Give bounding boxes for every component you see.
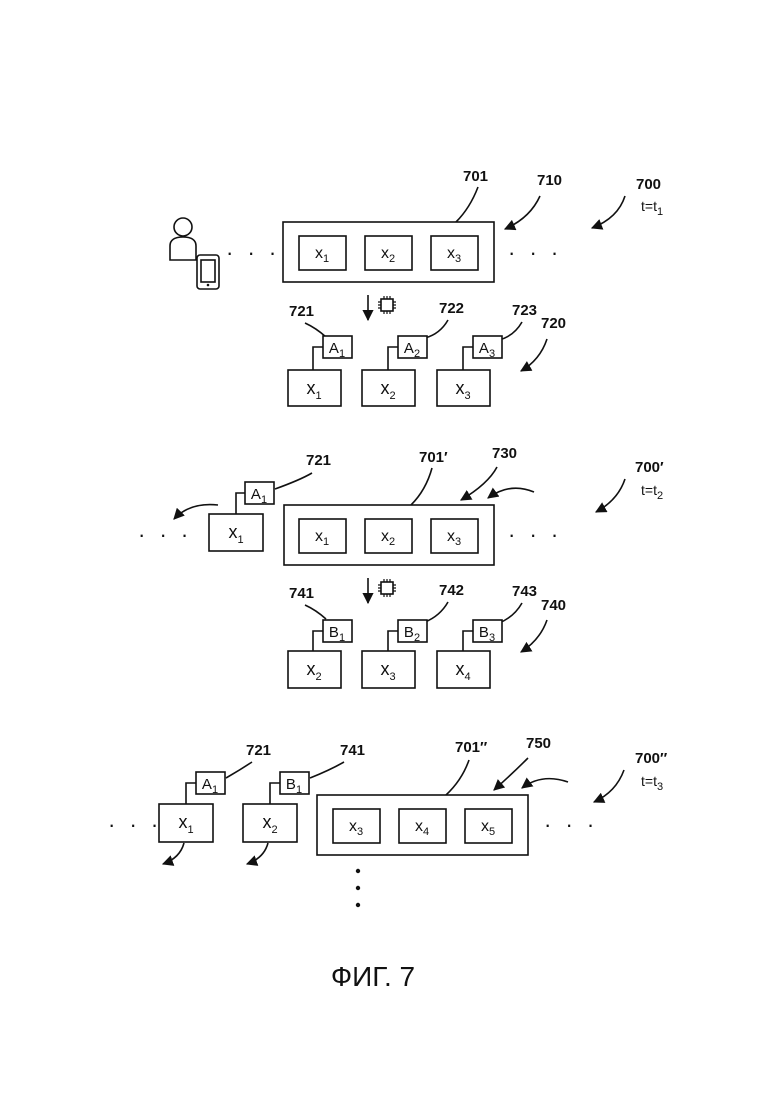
leader-arrow [521, 339, 547, 371]
ref-701-prime: 701′ [419, 449, 448, 466]
ref-750: 750 [526, 735, 551, 752]
ref-700-prime: 700′ [635, 459, 664, 476]
window-slot: x5 [465, 809, 512, 843]
chip-icon [378, 579, 396, 597]
time-label: t=t1 [641, 198, 663, 218]
ellipsis-left: · · · [108, 812, 162, 837]
window-slot: x3 [431, 519, 478, 553]
output-item: 723 A3 x3 [437, 302, 537, 406]
svg-text:741: 741 [340, 742, 365, 759]
ellipsis-left: · · · [138, 522, 192, 547]
window-slot: x4 [399, 809, 446, 843]
leader-arrow [494, 758, 528, 790]
vertical-ellipsis [356, 869, 360, 907]
ref-730: 730 [492, 445, 517, 462]
ellipsis-right: · · · [544, 812, 598, 837]
window-slot: x2 [365, 519, 412, 553]
user-with-phone-icon [170, 218, 219, 289]
ellipsis-right: · · · [508, 240, 562, 265]
ellipsis-right: · · · [508, 522, 562, 547]
leader-line [456, 187, 478, 222]
ref-740: 740 [541, 597, 566, 614]
stage-2: · · · 721 A1 x1 x1 x2 x3 · · · 701′ 730 [138, 445, 664, 688]
figure-caption: ФИГ. 7 [331, 961, 415, 992]
svg-text:723: 723 [512, 302, 537, 319]
stage-3: · · · 721 A1 x1 741 B1 x2 x3 [108, 735, 668, 907]
chip-icon [378, 296, 396, 314]
ref-700: 700 [636, 176, 661, 193]
svg-text:721: 721 [246, 742, 271, 759]
svg-text:721: 721 [306, 452, 331, 469]
output-item: 741 B1 x2 [288, 585, 352, 688]
ref-720: 720 [541, 315, 566, 332]
leader-arrow [594, 770, 624, 802]
svg-text:741: 741 [289, 585, 314, 602]
emitted-item: 721 A1 x1 [159, 742, 271, 864]
leader-arrow [596, 479, 625, 512]
leader-line [446, 760, 469, 795]
leader-arrow [505, 196, 540, 229]
window-slot: x1 [299, 519, 346, 553]
leader-line [411, 468, 432, 505]
ref-701: 701 [463, 168, 488, 185]
time-label: t=t2 [641, 482, 663, 502]
window-slot: x3 [333, 809, 380, 843]
leader-arrow [592, 196, 625, 228]
ref-710: 710 [537, 172, 562, 189]
ref-701-double-prime: 701′′ [455, 739, 488, 756]
entry-arrow [522, 779, 568, 788]
window-slot: x3 [431, 236, 478, 270]
entry-arrow [488, 488, 534, 498]
svg-text:742: 742 [439, 582, 464, 599]
window-slot: x2 [365, 236, 412, 270]
svg-text:721: 721 [289, 303, 314, 320]
svg-text:743: 743 [512, 583, 537, 600]
leader-arrow [521, 620, 547, 652]
window-slot: x1 [299, 236, 346, 270]
stage-1: · · · x1 x2 x3 · · · 701 710 700 t=t1 [170, 168, 663, 406]
ref-700-double-prime: 700′′ [635, 750, 668, 767]
ellipsis-left: · · · [226, 240, 280, 265]
output-item: 721 A1 x1 [288, 303, 352, 406]
svg-text:722: 722 [439, 300, 464, 317]
time-label: t=t3 [641, 773, 663, 793]
